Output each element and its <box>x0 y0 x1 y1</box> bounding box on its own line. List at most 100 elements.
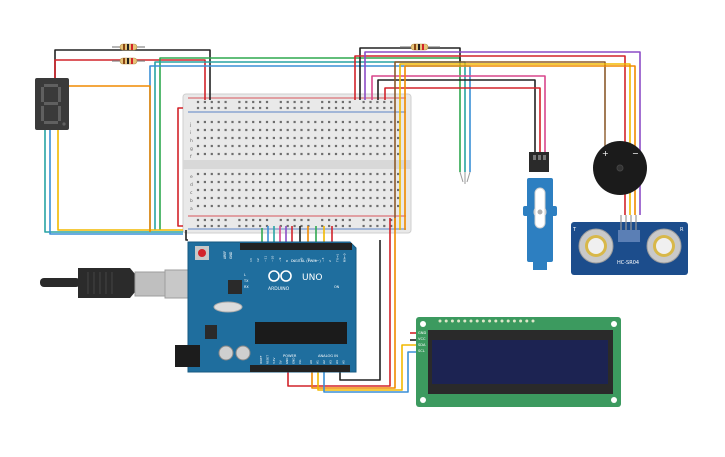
digital-pin-label: ~5 <box>307 257 311 262</box>
breadboard-hole <box>293 180 296 184</box>
rail-hole <box>259 224 262 228</box>
breadboard-hole <box>245 196 248 200</box>
wire-green <box>159 57 461 230</box>
breadboard-hole <box>210 204 213 208</box>
breadboard-hole <box>362 204 365 208</box>
breadboard-hole <box>238 172 241 176</box>
rail-hole <box>286 218 289 222</box>
breadboard-hole <box>279 136 282 140</box>
breadboard-hole <box>217 136 220 140</box>
rail-hole <box>362 100 365 104</box>
breadboard-hole <box>397 128 400 132</box>
breadboard-hole <box>286 196 289 200</box>
rail-hole <box>321 100 324 104</box>
breadboard-hole <box>259 120 262 124</box>
breadboard-hole <box>196 144 200 148</box>
breadboard-hole <box>272 120 275 124</box>
sensor-pin-block <box>618 230 640 242</box>
lcd-header-pins <box>438 319 535 323</box>
breadboard-hole <box>252 180 255 184</box>
lcd-pin-label: GND <box>418 331 426 335</box>
rail-hole <box>224 100 227 104</box>
breadboard-hole <box>321 196 324 200</box>
wire-blue <box>323 351 420 393</box>
breadboard-hole <box>300 180 303 184</box>
breadboard-hole <box>376 144 379 148</box>
lcd-pin <box>506 319 510 323</box>
breadboard-hole <box>210 180 213 184</box>
usb-plug-metal <box>134 271 166 297</box>
digital-pin-label: ~10 <box>271 256 275 262</box>
breadboard-hole <box>210 120 213 124</box>
breadboard-hole <box>265 196 269 200</box>
breadboard-hole <box>245 152 248 156</box>
breadboard-hole <box>259 144 262 148</box>
breadboard-hole <box>196 172 200 176</box>
breadboard-hole <box>279 204 282 208</box>
breadboard-hole <box>307 188 310 192</box>
breadboard-hole <box>196 128 200 132</box>
wire-orange <box>311 218 396 389</box>
breadboard-hole <box>369 180 372 184</box>
breadboard-hole <box>245 120 248 124</box>
breadboard-hole <box>348 136 351 140</box>
lcd-display: GND VCC SDA SCL <box>416 317 621 407</box>
wire-red <box>384 87 541 152</box>
breadboard-hole <box>279 144 282 148</box>
breadboard-hole <box>272 180 275 184</box>
analog-pin-label: A4 <box>335 360 339 364</box>
breadboard-hole <box>328 204 331 208</box>
rail-hole <box>293 100 296 104</box>
rail-hole <box>369 106 372 110</box>
digital-pin-label: ~11 <box>263 256 267 262</box>
lcd-pin-label: VCC <box>418 337 426 341</box>
rail-hole <box>196 218 200 222</box>
breadboard-hole <box>307 128 310 132</box>
rail-hole <box>286 106 289 110</box>
breadboard-hole <box>210 144 213 148</box>
reset-button[interactable] <box>198 249 206 257</box>
breadboard-hole <box>293 136 296 140</box>
rx-label: RX <box>244 285 249 289</box>
transducer-r-center <box>656 238 672 254</box>
breadboard-hole <box>390 152 393 156</box>
wire-teal <box>44 130 183 233</box>
breadboard-hole <box>286 120 289 124</box>
breadboard-hole <box>293 196 296 200</box>
breadboard-hole <box>328 136 331 140</box>
breadboard-hole <box>314 180 317 184</box>
breadboard-hole <box>293 120 296 124</box>
breadboard-hole <box>196 120 200 124</box>
breadboard-hole <box>362 180 365 184</box>
breadboard-hole <box>334 172 338 176</box>
breadboard-hole <box>259 128 262 132</box>
breadboard-hole <box>341 188 344 192</box>
breadboard-hole <box>224 172 227 176</box>
breadboard-hole <box>314 136 317 140</box>
rail-hole <box>245 100 248 104</box>
breadboard-hole <box>328 172 331 176</box>
breadboard-hole <box>314 144 317 148</box>
breadboard-hole <box>279 128 282 132</box>
breadboard-hole <box>321 144 324 148</box>
breadboard-hole <box>265 128 269 132</box>
breadboard-hole <box>334 204 338 208</box>
breadboard-hole <box>300 128 303 132</box>
breadboard-hole <box>341 196 344 200</box>
led-lead <box>459 171 464 183</box>
breadboard-hole <box>265 188 269 192</box>
breadboard-hole <box>238 188 241 192</box>
breadboard-hole <box>272 204 275 208</box>
breadboard-hole <box>272 172 275 176</box>
breadboard-hole <box>397 188 400 192</box>
rail-hole <box>224 224 227 228</box>
breadboard-hole <box>286 188 289 192</box>
breadboard-hole <box>328 196 331 200</box>
led-lead <box>466 171 471 183</box>
breadboard-hole <box>279 188 282 192</box>
sensor-model: HC-SR04 <box>617 260 639 266</box>
wire-brown <box>394 61 606 230</box>
rail-hole <box>348 224 351 228</box>
breadboard-hole <box>341 172 344 176</box>
